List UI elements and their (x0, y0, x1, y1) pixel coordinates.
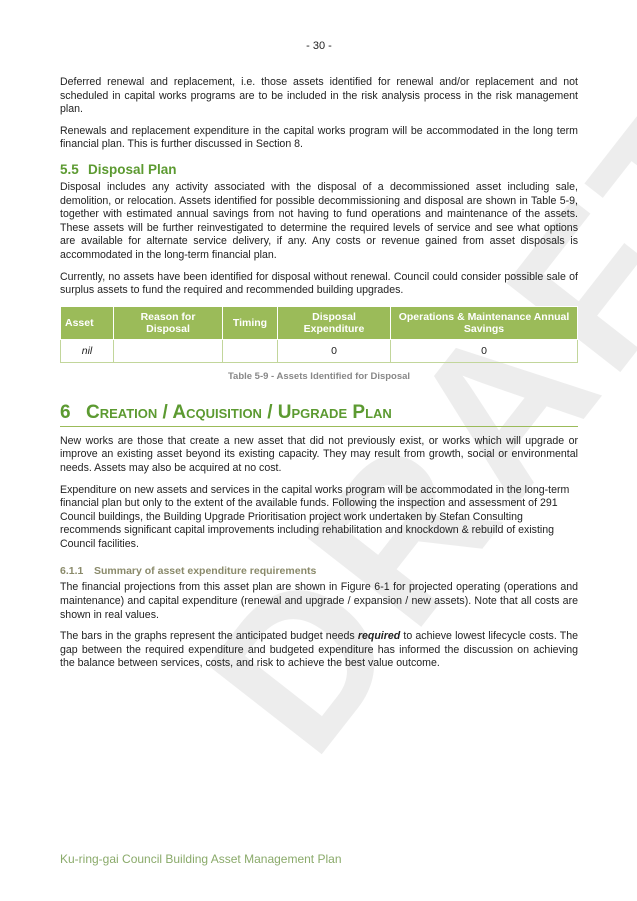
col-annual-savings: Operations & Maintenance Annual Savings (390, 305, 578, 340)
text: The bars in the graphs represent the ant… (60, 630, 358, 643)
paragraph: The financial projections from this asse… (60, 581, 578, 621)
cell-disposal-expenditure: 0 (277, 338, 391, 363)
page-number: - 30 - (306, 40, 332, 52)
section-heading-6: 6 Creation / Acquisition / Upgrade Plan (60, 402, 578, 427)
page-footer: Ku-ring-gai Council Building Asset Manag… (60, 852, 342, 866)
cell-asset: nil (60, 338, 114, 363)
subsection-heading-6-1-1: 6.1.1 Summary of asset expenditure requir… (60, 565, 578, 577)
text: to achieve lowest lifecycle costs. The g… (60, 630, 578, 670)
emphasis-text: required (357, 630, 401, 643)
paragraph: Currently, no assets have been identifie… (60, 270, 578, 297)
section-title: Disposal Plan (88, 161, 177, 177)
table-header-row: Asset Reason for Disposal Timing Disposa… (60, 305, 578, 340)
cell-annual-savings: 0 (390, 338, 578, 363)
col-asset: Asset (60, 305, 114, 340)
paragraph: Deferred renewal and replacement, i.e. t… (60, 76, 578, 116)
table-caption: Table 5-9 - Assets Identified for Dispos… (227, 370, 411, 382)
col-timing: Timing (222, 305, 278, 340)
document-page: - 30 - Deferred renewal and replacement,… (60, 0, 578, 679)
section-number: 6.1.1 (60, 565, 84, 578)
paragraph: The bars in the graphs represent the ant… (60, 630, 578, 671)
section-number: 6 (60, 401, 71, 423)
section-title: Summary of asset expenditure requirement… (94, 565, 317, 578)
paragraph: Disposal includes any activity associate… (60, 180, 578, 261)
table-row: nil 0 0 (60, 338, 578, 363)
section-number: 5.5 (60, 161, 79, 177)
col-reason: Reason for Disposal (113, 305, 223, 340)
section-title: Creation / Acquisition / Upgrade Plan (86, 401, 392, 423)
cell-timing (222, 338, 278, 363)
paragraph: Expenditure on new assets and services i… (60, 483, 570, 550)
section-heading-5-5: 5.5 Disposal Plan (60, 162, 578, 177)
cell-reason (113, 338, 223, 363)
paragraph: Renewals and replacement expenditure in … (60, 124, 578, 151)
col-disposal-expenditure: Disposal Expenditure (277, 305, 391, 340)
disposal-table: Asset Reason for Disposal Timing Disposa… (60, 305, 578, 363)
paragraph: New works are those that create a new as… (60, 434, 578, 474)
